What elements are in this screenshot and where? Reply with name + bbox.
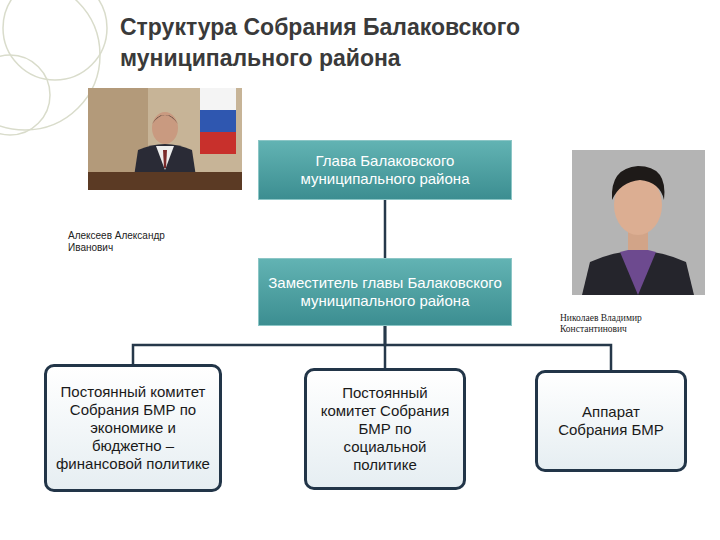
box-text: Глава Балаковского муниципального района	[267, 152, 503, 188]
right-photo	[572, 150, 705, 295]
box-text: Постоянный комитет Собрания БМР по социа…	[315, 384, 455, 474]
connector-line	[133, 326, 385, 364]
head-box: Глава Балаковского муниципального района	[258, 140, 512, 200]
connector-line	[384, 200, 387, 258]
man-head	[152, 112, 178, 144]
photo-ground	[88, 88, 242, 190]
desk	[88, 172, 242, 190]
corner-circle	[0, 55, 50, 135]
diagram-title: Структура Собрания Балаковского муниципа…	[120, 12, 560, 74]
committee-box: Постоянный комитет Собрания БМР по социа…	[304, 368, 466, 490]
photo-ground	[572, 150, 705, 295]
corner-circle	[0, 0, 100, 130]
man-shirt	[620, 249, 656, 295]
committee-box: Постоянный комитет Собрания БМР по эконо…	[44, 364, 222, 492]
person-caption: Николаев Владимир Константинович	[560, 313, 672, 336]
flag-white	[200, 88, 236, 110]
box-text: Постоянный комитет Собрания БМР по эконо…	[55, 383, 211, 473]
corner-circle	[3, 0, 107, 80]
box-text: Заместитель главы Балаковского муниципал…	[267, 274, 503, 310]
person-caption: Алексеев Александр Иванович	[68, 230, 190, 254]
man-shirt	[156, 146, 174, 170]
box-text: Аппарат Собрания БМР	[546, 403, 676, 439]
flag-red	[200, 132, 236, 154]
deputy-box: Заместитель главы Балаковского муниципал…	[258, 258, 512, 326]
office-box: Аппарат Собрания БМР	[535, 370, 687, 472]
flag-blue	[200, 110, 236, 132]
man-hair	[612, 166, 665, 200]
man-hair	[152, 115, 178, 124]
man-tie	[163, 150, 167, 168]
left-photo	[88, 88, 242, 190]
